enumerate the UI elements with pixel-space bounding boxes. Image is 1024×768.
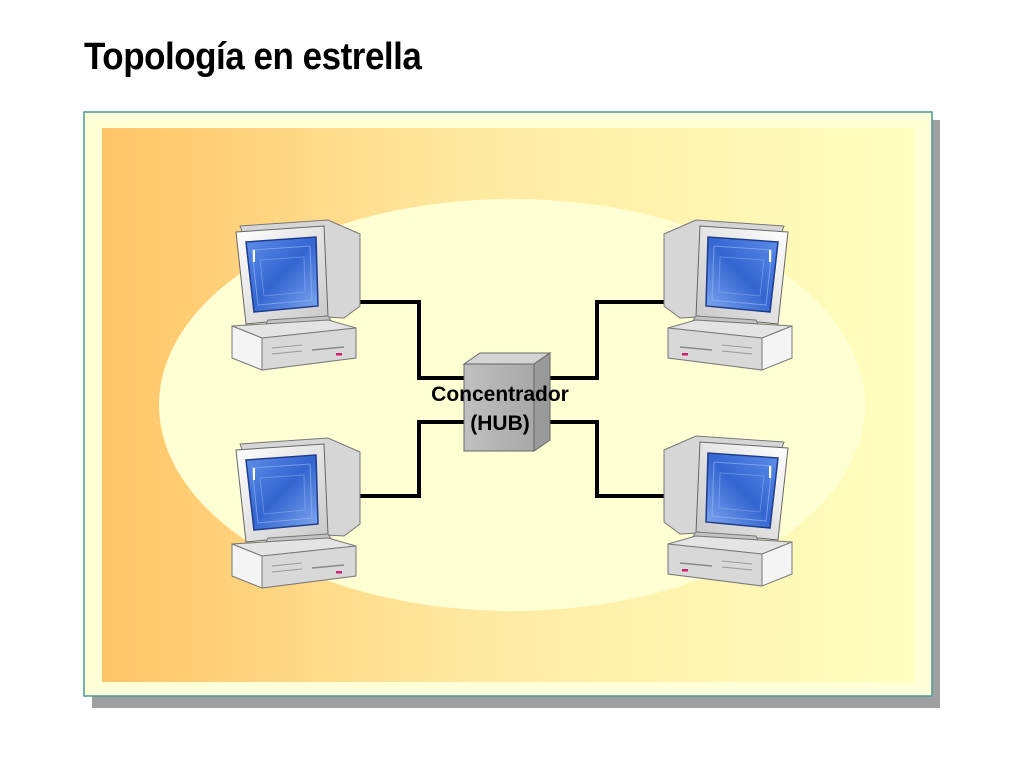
desktop-computer-icon xyxy=(231,437,361,589)
hub-label-line2: (HUB) xyxy=(470,412,529,435)
cable-bottom-left xyxy=(352,420,468,498)
hub-label-line1: Concentrador xyxy=(431,383,569,406)
desktop-computer-icon xyxy=(231,219,361,371)
cable-top-left xyxy=(352,300,468,380)
desktop-computer-icon xyxy=(663,435,793,587)
cable-top-right xyxy=(545,300,668,380)
desktop-computer-icon xyxy=(663,219,793,371)
network-cables xyxy=(352,300,668,498)
cable-bottom-right xyxy=(545,420,668,498)
slide-title: Topología en estrella xyxy=(84,36,422,78)
hub-icon xyxy=(462,352,552,452)
